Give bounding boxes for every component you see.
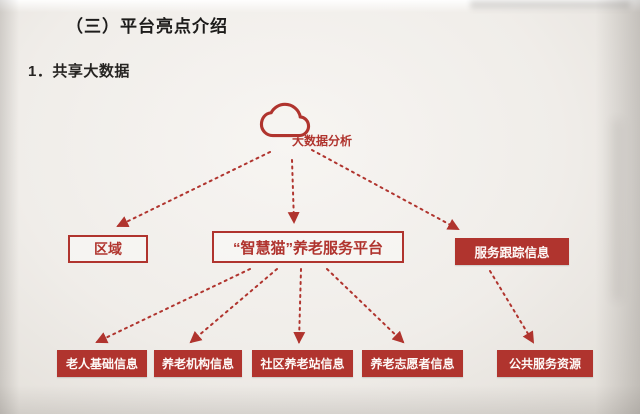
node-volunteer-info: 养老志愿者信息 xyxy=(362,350,463,377)
node-community-station-info: 社区养老站信息 xyxy=(252,350,353,377)
node-region: 区域 xyxy=(68,235,148,263)
cloud-label: 大数据分析 xyxy=(292,134,353,148)
page-edge-shadow xyxy=(612,120,622,300)
node-public-service-resources: 公共服务资源 xyxy=(497,350,593,377)
node-platform: “智慧猫”养老服务平台 xyxy=(212,231,404,263)
node-service-tracking: 服务跟踪信息 xyxy=(455,238,569,265)
node-elderly-basic-info: 老人基础信息 xyxy=(57,350,147,377)
section-title: （三）平台亮点介绍 xyxy=(66,17,228,36)
cloud-icon xyxy=(259,102,311,138)
subsection-title: 1．共享大数据 xyxy=(28,63,130,80)
node-care-institution-info: 养老机构信息 xyxy=(154,350,242,377)
page-bleed-artifact xyxy=(470,0,630,9)
cloud-node: 大数据分析 xyxy=(256,96,376,154)
